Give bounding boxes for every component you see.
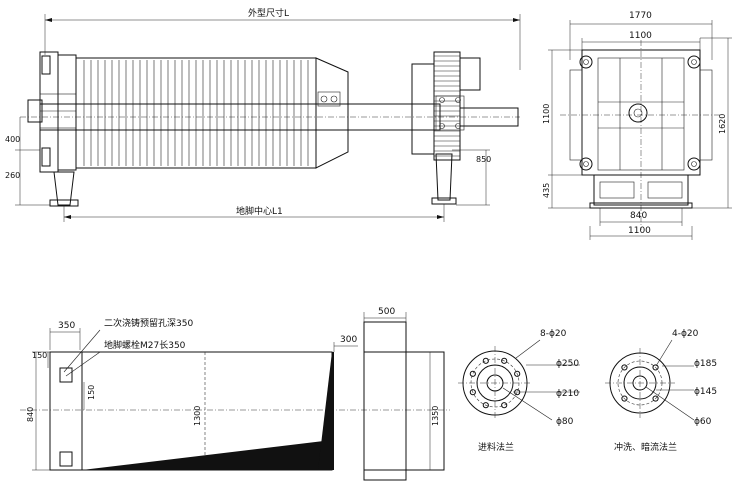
slope-wedge <box>82 440 332 470</box>
feed-flange-caption: 进料法兰 <box>478 441 514 453</box>
corner-bolts <box>579 55 701 171</box>
wash-d2-label: ϕ145 <box>694 387 717 397</box>
note-grout-hole: 二次浇铸预留孔深350 <box>104 317 193 329</box>
front-view: 外型尺寸L <box>5 7 521 222</box>
bolt-hole <box>652 364 659 371</box>
dim-300: 300 <box>340 335 357 345</box>
feed-flange: 8-ϕ20 ϕ250 ϕ210 ϕ80 进料法兰 <box>458 329 580 453</box>
pressure-head <box>315 57 349 169</box>
side-height-1620: 1620 <box>718 114 727 134</box>
feed-holes-label: 8-ϕ20 <box>540 329 567 339</box>
corner-bolt <box>687 55 701 69</box>
note-anchor-bolt: 地脚螺栓M27长350 <box>104 339 186 351</box>
feed-d1-label: ϕ250 <box>556 359 579 369</box>
corner-bolt-hole <box>691 161 697 167</box>
front-leg <box>53 171 75 206</box>
side-width-inner: 1100 <box>629 31 652 41</box>
dim-500: 500 <box>378 307 395 317</box>
dim-1300: 1300 <box>193 406 202 426</box>
rear-leg <box>435 153 453 201</box>
corner-bolt <box>579 157 593 171</box>
bolt-hole <box>501 357 508 364</box>
side-frame <box>581 49 701 176</box>
filter-plates <box>83 60 309 166</box>
overall-length-label: 外型尺寸L <box>248 7 289 19</box>
bolt-hole <box>652 395 659 402</box>
bolt-hole <box>621 364 628 371</box>
dim-350: 350 <box>58 321 75 331</box>
center-port <box>628 103 648 123</box>
dim-150a: 150 <box>32 351 47 360</box>
corner-bolt-hole <box>583 161 589 167</box>
wash-holes-label: 4-ϕ20 <box>672 329 699 339</box>
bolt-hole <box>501 402 508 409</box>
bolt-hole <box>482 357 489 364</box>
side-base <box>593 174 689 206</box>
dim-260: 260 <box>5 171 20 180</box>
dim-850: 850 <box>476 155 491 164</box>
bolt-hole <box>469 370 476 377</box>
bolt-hole <box>621 395 628 402</box>
feed-d3-label: ϕ80 <box>556 417 574 427</box>
feed-d2-label: ϕ210 <box>556 389 579 399</box>
wash-d3-label: ϕ60 <box>694 417 712 427</box>
feed-head <box>39 51 59 173</box>
foundation-right-block <box>363 321 407 481</box>
corner-bolt-hole <box>691 59 697 65</box>
gear-housing <box>411 63 435 155</box>
side-width-top: 1770 <box>629 11 652 21</box>
dim-400: 400 <box>5 135 20 144</box>
wash-flange: 4-ϕ20 ϕ185 ϕ145 ϕ60 冲洗、暗流法兰 <box>605 329 717 453</box>
bolt-hole <box>482 402 489 409</box>
grout-hole-top <box>59 367 73 383</box>
wash-bolt-holes <box>621 364 659 402</box>
side-view: 1770 1100 1100 435 1 <box>542 11 732 240</box>
corner-bolt-hole <box>583 59 589 65</box>
bolt-hole <box>469 389 476 396</box>
corner-bolt <box>579 55 593 69</box>
dim-840: 840 <box>26 407 35 422</box>
foundation-plan: 二次浇铸预留孔深350 地脚螺栓M27长350 350 840 150 150 … <box>20 307 450 481</box>
side-height-1100: 1100 <box>542 104 551 124</box>
grout-hole-bottom <box>59 451 73 467</box>
dim-1350: 1350 <box>431 406 440 426</box>
gear-teeth <box>434 55 460 157</box>
side-base-1100: 1100 <box>628 226 651 236</box>
side-height-435: 435 <box>542 183 551 198</box>
dim-150b: 150 <box>87 385 96 400</box>
corner-bolt <box>687 157 701 171</box>
bolt-hole <box>514 370 521 377</box>
side-base-840: 840 <box>630 211 647 221</box>
foundation-center-label: 地脚中心L1 <box>236 205 283 217</box>
wash-d1-label: ϕ185 <box>694 359 717 369</box>
wash-flange-caption: 冲洗、暗流法兰 <box>614 441 677 453</box>
